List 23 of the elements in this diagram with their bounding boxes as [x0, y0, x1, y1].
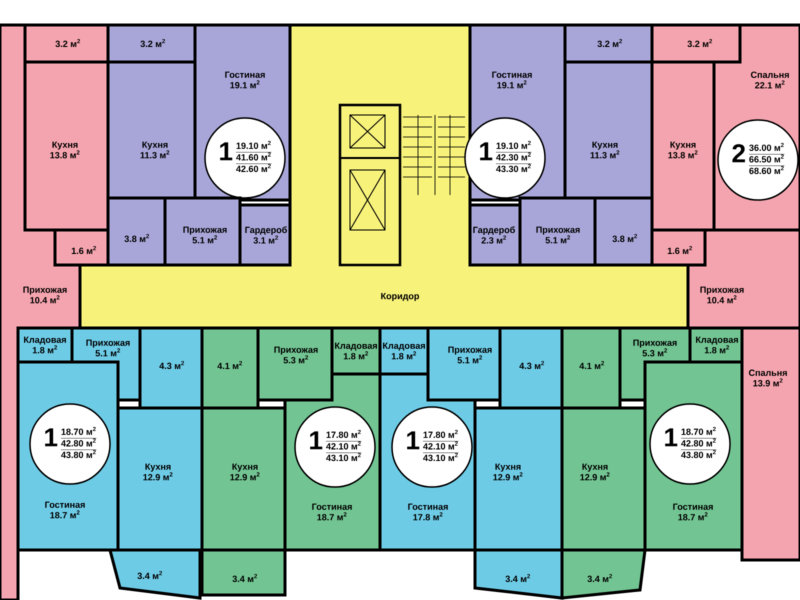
room: Гардероб 2.3 м$^{2}$ [468, 204, 522, 266]
room: 1.6 м$^{2}$ [650, 228, 706, 266]
room: Прихожая 5.1 м$^{2}$ [518, 196, 596, 266]
room: Прихожая 5.1 м$^{2}$ [164, 196, 242, 266]
room: 3.4 м$^{2}$ [200, 548, 286, 596]
room: Кладовая 1.8 м$^{2}$ [688, 326, 744, 364]
room: 3.2 м$^{2}$ [650, 24, 742, 64]
room: Гардероб 3.1 м$^{2}$ [238, 204, 292, 266]
room: 3.8 м$^{2}$ [594, 196, 654, 266]
room: 3.2 м$^{2}$ [106, 24, 196, 64]
room: 1.6 м$^{2}$ [54, 228, 110, 266]
room: Кладовая 1.8 м$^{2}$ [330, 326, 382, 376]
room: Кладовая 1.8 м$^{2}$ [378, 326, 430, 376]
room: 3.2 м$^{2}$ [564, 24, 654, 64]
room: Кладовая 1.8 м$^{2}$ [16, 326, 74, 364]
room: 3.2 м$^{2}$ [24, 24, 110, 64]
room: 3.8 м$^{2}$ [106, 196, 166, 266]
room: 4.3 м$^{2}$ [138, 326, 204, 410]
room: 3.4 м$^{2}$ [474, 548, 564, 600]
room: 4.3 м$^{2}$ [498, 326, 564, 410]
room: 4.1 м$^{2}$ [200, 326, 260, 410]
room: 4.1 м$^{2}$ [560, 326, 622, 410]
room: Спальня 13.9 м$^{2}$ [740, 326, 800, 562]
